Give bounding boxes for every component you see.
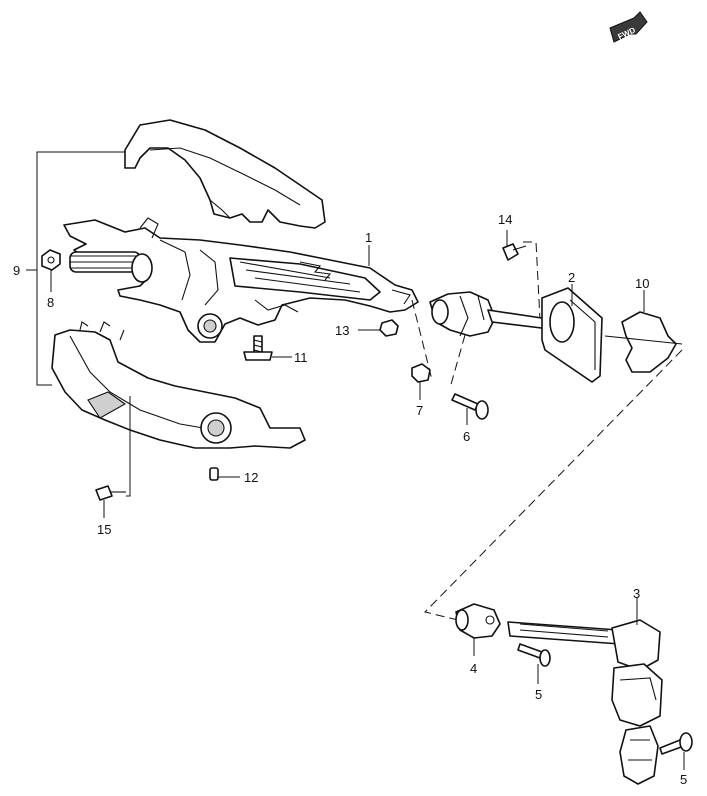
part-14-bolt xyxy=(502,230,527,261)
part-13-nut xyxy=(358,319,399,337)
upper-column-cover xyxy=(124,119,326,229)
upper-universal-joint xyxy=(429,291,559,337)
callout-5-left: 5 xyxy=(535,687,542,702)
callout-14: 14 xyxy=(498,212,512,227)
callout-11: 11 xyxy=(294,350,308,365)
callout-4: 4 xyxy=(470,661,477,676)
part-4-joint-yoke xyxy=(455,603,501,656)
callout-13: 13 xyxy=(335,323,349,338)
lower-column-cover xyxy=(51,321,306,449)
part-8-nut xyxy=(41,249,61,292)
callout-10: 10 xyxy=(635,276,649,291)
callout-3: 3 xyxy=(633,586,640,601)
part-5-bolt-right xyxy=(659,732,693,770)
callout-15: 15 xyxy=(97,522,111,537)
callout-9: 9 xyxy=(13,263,20,278)
part-12-screw xyxy=(209,467,240,481)
callout-1: 1 xyxy=(365,230,372,245)
group-9-bracket xyxy=(26,151,125,386)
callout-7: 7 xyxy=(416,403,423,418)
part-15-screw xyxy=(95,396,131,518)
callout-8: 8 xyxy=(47,295,54,310)
callout-12: 12 xyxy=(244,470,258,485)
part-5-bolt-left xyxy=(517,643,551,684)
fwd-direction-badge: FWD xyxy=(609,11,648,43)
part-7-nut xyxy=(411,363,431,400)
part-2-seal-plate xyxy=(541,284,603,383)
callout-5-right: 5 xyxy=(680,772,687,787)
part-6-bolt xyxy=(451,393,489,425)
part-11-bolt xyxy=(243,335,292,361)
part-3-intermediate-shaft xyxy=(507,598,663,785)
callout-2: 2 xyxy=(568,270,575,285)
callout-6: 6 xyxy=(463,429,470,444)
part-10-bracket xyxy=(604,290,683,373)
steering-column-assembly xyxy=(63,217,419,343)
assembly-guide-lines xyxy=(411,241,683,621)
